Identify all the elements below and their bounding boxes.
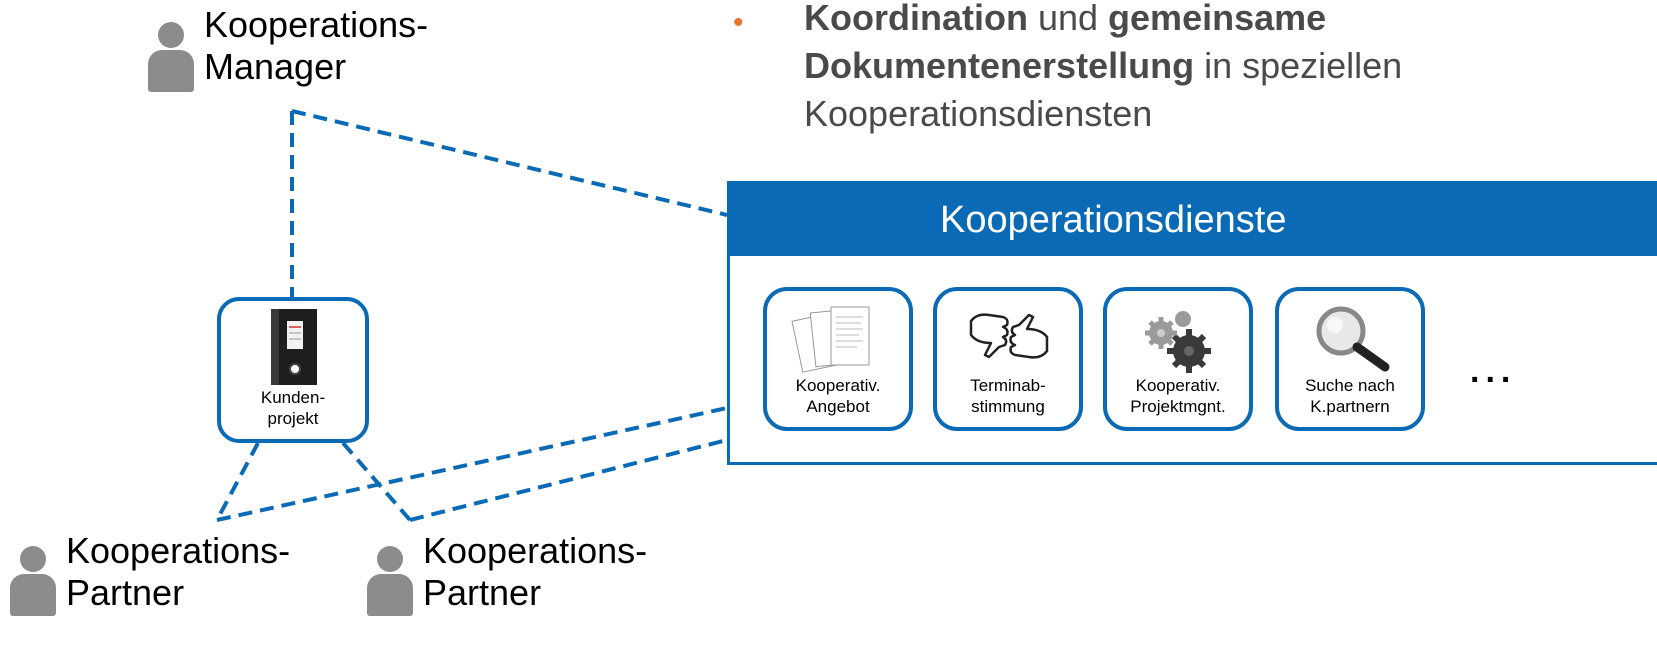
manager-label: Kooperations- Manager — [204, 4, 429, 87]
panel-title: Kooperationsdienste — [730, 184, 1657, 256]
bullet-dot: • — [733, 6, 744, 39]
line-project-partner-right — [341, 441, 412, 522]
service-card-angebot[interactable]: Kooperativ. Angebot — [763, 287, 913, 431]
person-icon — [148, 22, 194, 92]
service-card-label: Suche nach K.partnern — [1305, 376, 1395, 416]
customer-project-label: Kunden- projekt — [260, 388, 326, 428]
line-project-partner-left — [215, 442, 260, 521]
service-card-suche[interactable]: Suche nach K.partnern — [1275, 287, 1425, 431]
line-partner-right-panel — [409, 438, 728, 522]
customer-project-box[interactable]: Kunden- projekt — [217, 297, 369, 443]
partner-right-label: Kooperations- Partner — [423, 530, 648, 613]
service-card-projektmgnt[interactable]: Kooperativ. Projektmgnt. — [1103, 287, 1253, 431]
documents-icon — [791, 306, 870, 373]
more-services-ellipsis: ... — [1470, 352, 1517, 390]
partner-left-label: Kooperations- Partner — [66, 530, 291, 613]
service-card-label: Kooperativ. Projektmgnt. — [1130, 376, 1226, 416]
service-card-terminabstimmung[interactable]: Terminab- stimmung — [933, 287, 1083, 431]
line-manager-panel — [291, 109, 728, 217]
services-panel: Kooperationsdienste Kooperativ. Angebot — [727, 181, 1657, 465]
person-icon — [10, 546, 56, 616]
gears-icon — [1145, 311, 1211, 373]
person-icon — [367, 546, 413, 616]
service-card-label: Kooperativ. Angebot — [795, 376, 881, 416]
binder-icon — [271, 309, 317, 385]
magnifier-icon — [1316, 306, 1390, 372]
service-card-label: Terminab- stimmung — [970, 376, 1046, 416]
bullet-text: Koordination und gemeinsame Dokumentener… — [804, 0, 1403, 134]
thumbs-icon — [969, 313, 1049, 359]
